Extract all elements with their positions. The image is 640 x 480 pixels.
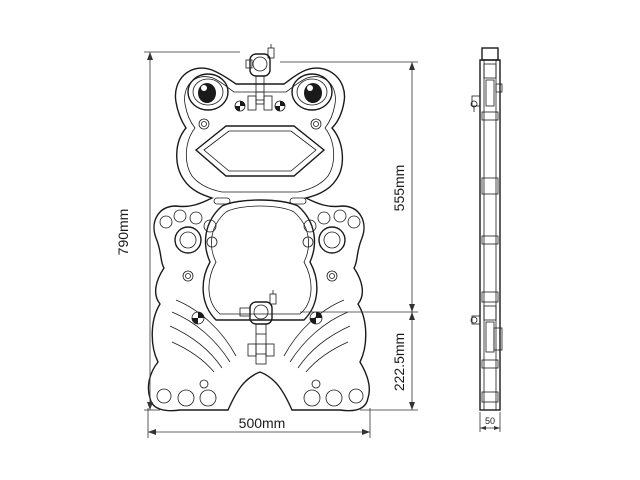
dim-label-500: 500mm bbox=[239, 415, 286, 431]
depth-dimension-50: 50 bbox=[479, 412, 501, 432]
belly-opening bbox=[202, 199, 318, 321]
top-clamp bbox=[245, 44, 275, 111]
left-hand bbox=[159, 209, 218, 254]
dim-label-50: 50 bbox=[485, 416, 495, 426]
dim-label-790: 790mm bbox=[115, 209, 131, 256]
face-markers bbox=[234, 100, 286, 112]
right-hand bbox=[302, 209, 361, 254]
dim-label-555: 555mm bbox=[391, 165, 407, 212]
height-dimension-555: 555mm bbox=[280, 61, 418, 313]
frog-inner-outline bbox=[184, 76, 336, 193]
left-eye bbox=[187, 73, 229, 111]
width-dimension-500: 500mm bbox=[147, 408, 371, 438]
mouth-opening bbox=[194, 125, 326, 177]
left-foot bbox=[156, 379, 217, 407]
bottom-clamp bbox=[239, 290, 277, 365]
right-foot bbox=[303, 379, 364, 407]
height-dimension-790: 790mm bbox=[115, 51, 240, 411]
dim-label-222: 222.5mm bbox=[391, 333, 407, 391]
body-markers bbox=[191, 311, 323, 325]
bolt bbox=[198, 118, 210, 130]
frog-outline bbox=[147, 67, 370, 412]
right-eye bbox=[291, 73, 333, 111]
frog-front-view bbox=[147, 44, 370, 412]
right-leg-grooves bbox=[283, 299, 351, 373]
left-leg-grooves bbox=[169, 299, 237, 373]
side-view bbox=[470, 47, 503, 411]
bolt bbox=[310, 118, 322, 130]
